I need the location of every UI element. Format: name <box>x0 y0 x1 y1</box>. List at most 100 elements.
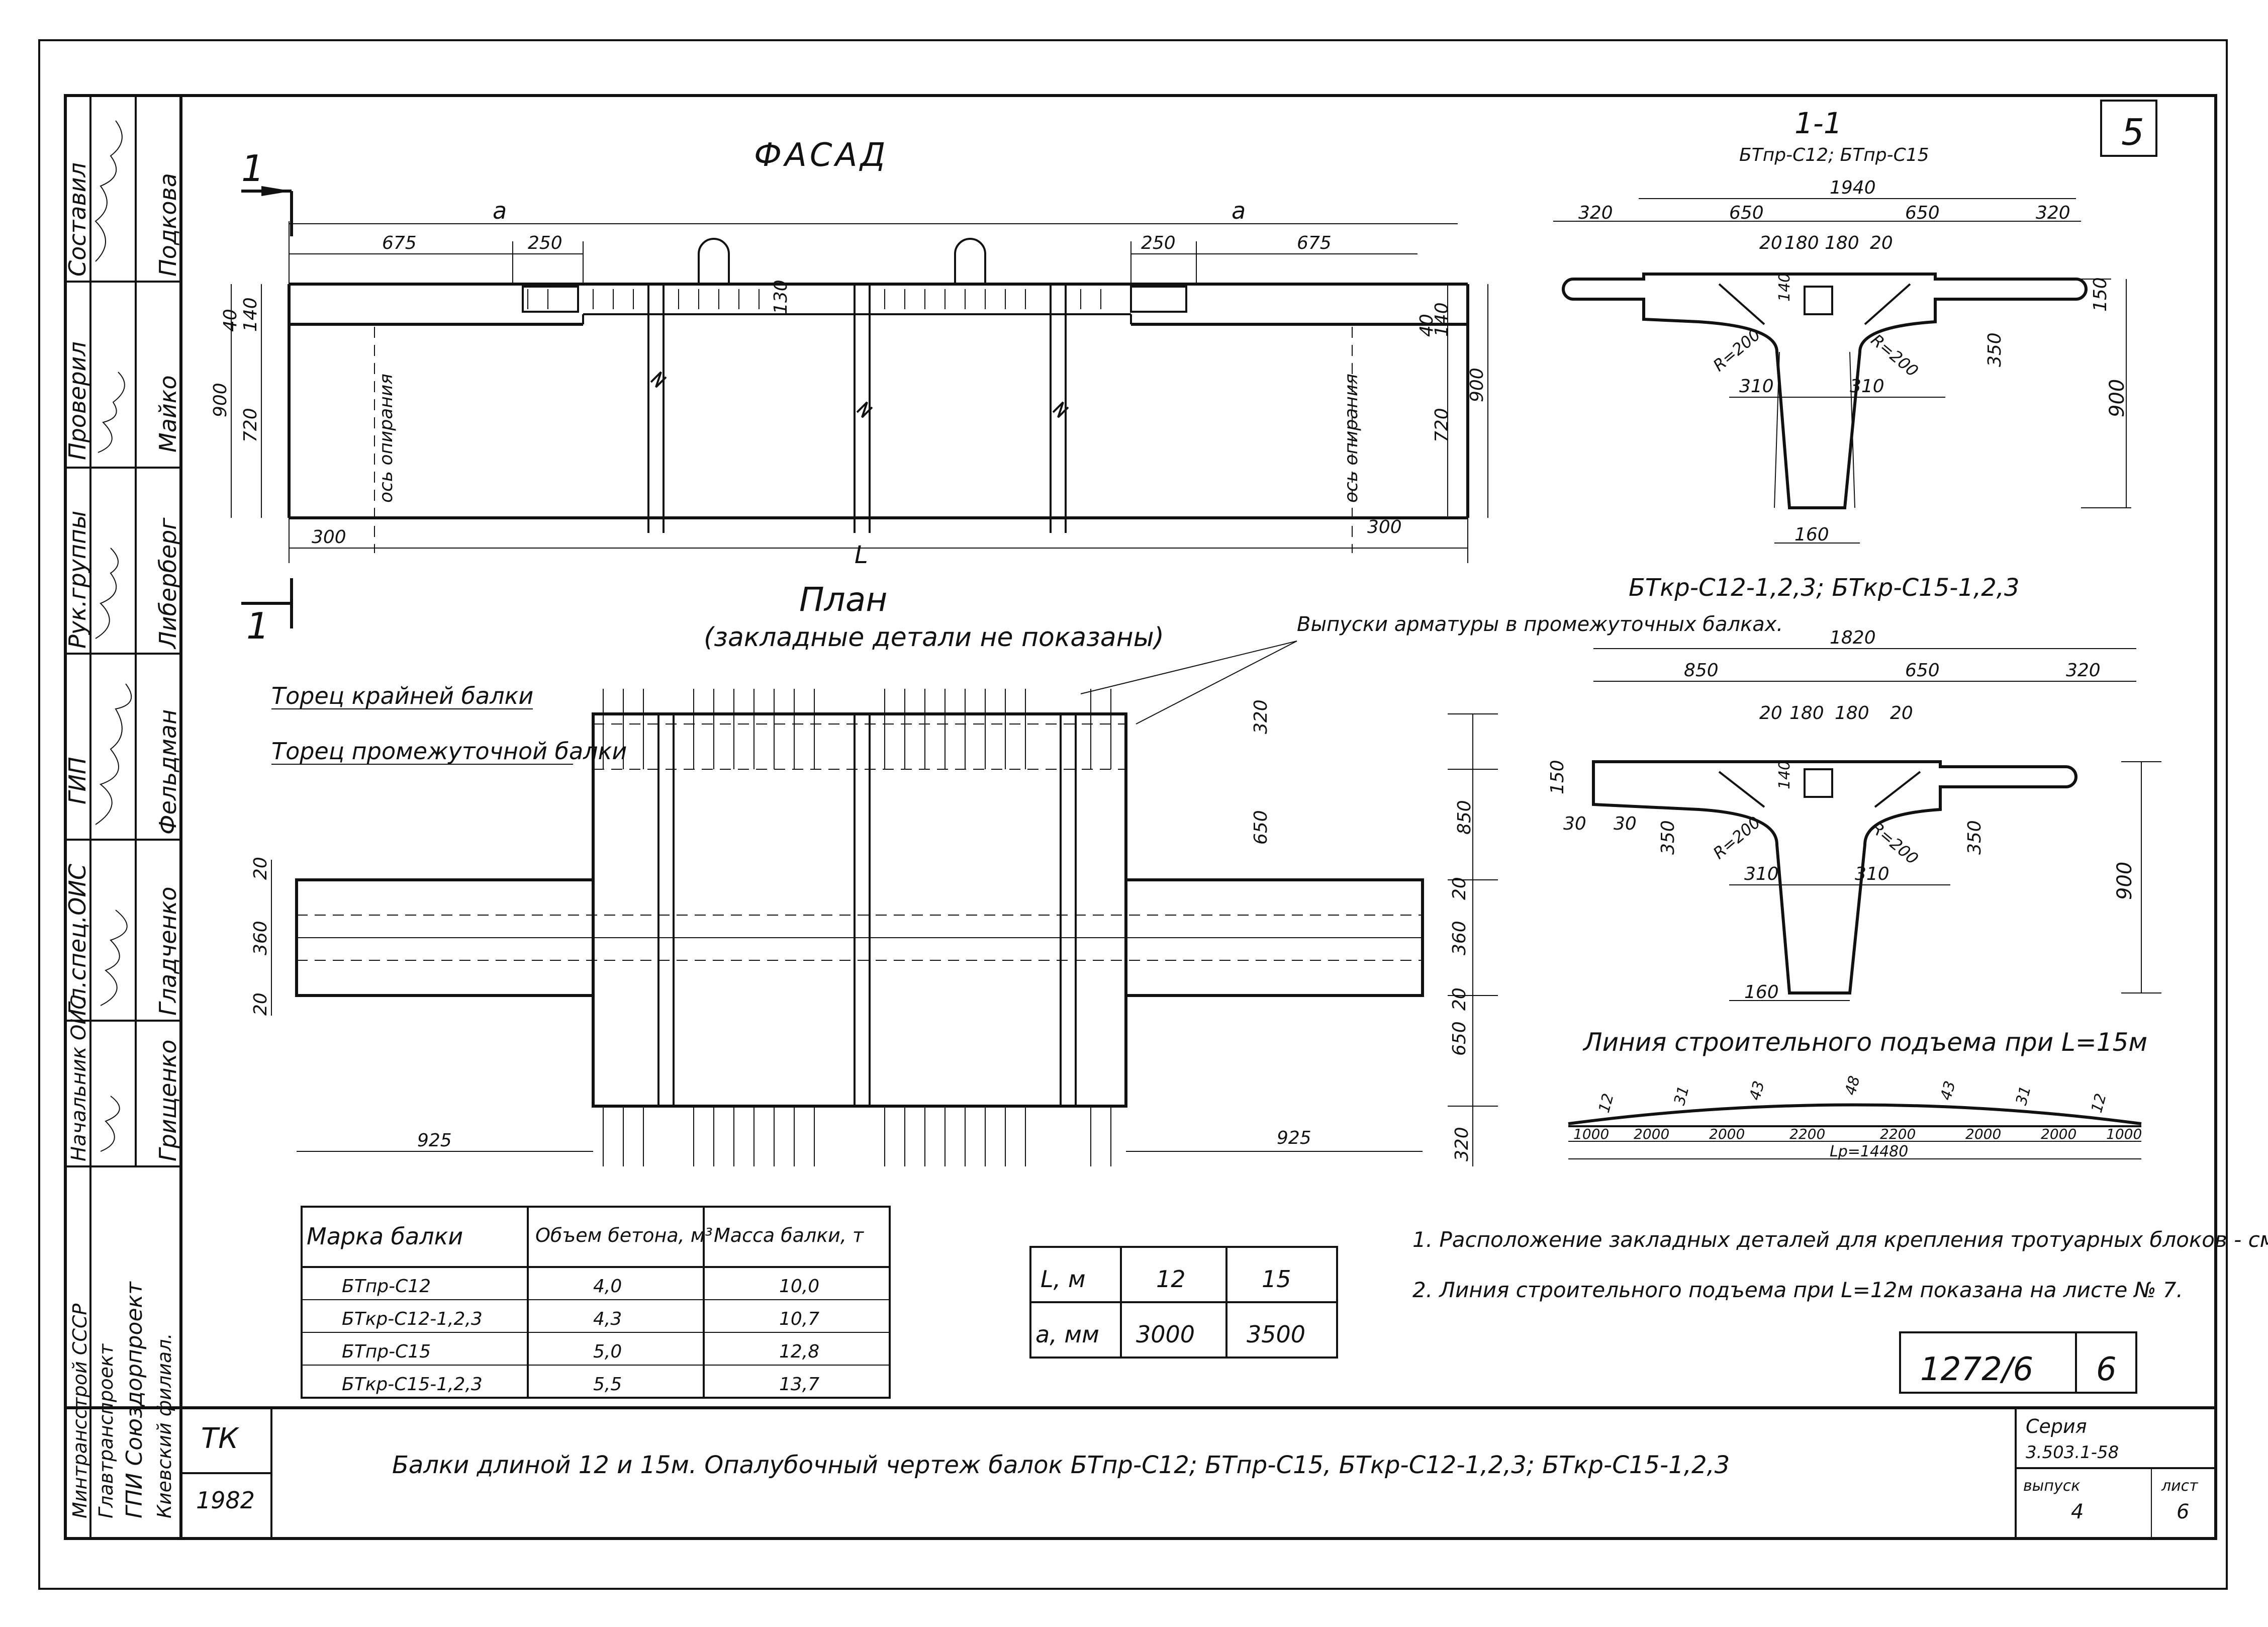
mass-row0-vol: 4,0 <box>593 1276 622 1297</box>
section1-dim-320-right: 320 <box>2036 203 2070 223</box>
signature-0 <box>94 120 123 262</box>
plan-right-360: 360 <box>1449 921 1470 955</box>
section2-dim-900: 900 <box>2113 862 2136 900</box>
camber-ord-2: 43 <box>1746 1079 1768 1102</box>
section2-dim-310-left: 310 <box>1744 864 1779 884</box>
mass-header-2: Масса балки, т <box>714 1224 865 1246</box>
plan-label-rebar: Выпуски арматуры в промежуточных балках. <box>1297 613 1783 636</box>
section2-dim-320: 320 <box>2066 660 2101 681</box>
section2-dim-650: 650 <box>1905 660 1940 681</box>
span-L-15: 15 <box>1262 1266 1291 1293</box>
section1-total: 1940 <box>1830 177 1876 198</box>
facade-left-720: 720 <box>240 408 261 442</box>
camber-span-3: 2200 <box>1789 1126 1825 1142</box>
facade-section-mark-bottom: 1 <box>246 605 269 647</box>
section1-inner-180-right: 180 <box>1825 233 1859 253</box>
side-name-2: Либерберг <box>154 517 181 650</box>
section2-dim-140: 140 <box>1776 761 1793 789</box>
side-org-2: ГПИ Союздорпроект <box>122 1281 147 1518</box>
section1-dim-650-left: 650 <box>1729 203 1764 223</box>
section2-inner-20-right: 20 <box>1890 703 1913 724</box>
section1-subtitle: БТпр-С12; БТпр-С15 <box>1739 145 1929 165</box>
facade-left-140: 140 <box>240 297 261 332</box>
section2-dim-160: 160 <box>1744 982 1779 1003</box>
side-name-1: Майко <box>154 375 181 453</box>
facade-dim-250-left: 250 <box>528 233 562 253</box>
facade-dim-675-right: 675 <box>1297 233 1332 253</box>
inner-frame <box>64 94 2217 1540</box>
facade-dim-L: L <box>855 541 868 569</box>
side-role-4: Гл.спец.ОИС <box>64 864 91 1016</box>
mass-row3-mark: БТкр-С15-1,2,3 <box>342 1374 483 1395</box>
section1-inner-180-left: 180 <box>1784 233 1819 253</box>
signature-2 <box>95 548 119 639</box>
section1-dim-350: 350 <box>1984 332 2005 367</box>
section1-radius-left: R=200 <box>1710 325 1764 375</box>
note-2: 2. Линия строительного подъема при L=12м… <box>1412 1278 2183 1302</box>
mass-header-1: Объем бетона, м³ <box>535 1224 713 1246</box>
section2-dim-150: 150 <box>1547 760 1568 794</box>
facade-left-900: 900 <box>210 383 231 417</box>
series-label: Серия <box>2026 1415 2087 1437</box>
mass-row1-mark: БТкр-С12-1,2,3 <box>342 1309 483 1329</box>
section1-dim-310-left: 310 <box>1739 376 1774 397</box>
section1-dim-650-right: 650 <box>1905 203 1940 223</box>
section2-dim-30-left: 30 <box>1563 814 1586 834</box>
facade-right-140: 140 <box>1432 302 1452 337</box>
outer-frame <box>38 39 2228 1590</box>
plan-title: План <box>799 580 887 619</box>
camber-span-5: 2000 <box>1965 1126 2001 1142</box>
series-value: 3.503.1-58 <box>2026 1442 2119 1463</box>
stamp-year: 1982 <box>196 1487 255 1514</box>
section2-dim-350-left: 350 <box>1658 820 1678 855</box>
drawing-code: 1272/6 <box>1920 1351 2033 1388</box>
facade-dim-130: 130 <box>771 280 791 314</box>
facade-view: ФАСАД 1 1 <box>210 137 1488 647</box>
span-a-3500: 3500 <box>1247 1321 1305 1348</box>
side-role-3: ГИП <box>64 757 91 804</box>
section1-dim-150: 150 <box>2090 277 2111 312</box>
camber-ord-4: 43 <box>1937 1079 1959 1102</box>
facade-left-40: 40 <box>220 309 241 332</box>
signature-1 <box>98 372 125 453</box>
facade-dim-300-right: 300 <box>1367 517 1402 537</box>
section1-dim-320-left: 320 <box>1578 203 1613 223</box>
mass-row1-mass: 10,7 <box>779 1309 819 1329</box>
section-1-1: 1-1 БТпр-С12; БТпр-С15 1940 320 650 650 … <box>1553 106 2131 545</box>
mass-row0-mass: 10,0 <box>779 1276 819 1297</box>
signature-4 <box>100 910 128 1006</box>
plan-left-20-bottom: 20 <box>250 992 271 1016</box>
sheet-value: 6 <box>2177 1500 2189 1523</box>
side-name-0: Подкова <box>154 173 181 277</box>
mass-row3-vol: 5,5 <box>593 1374 622 1395</box>
facade-right-40: 40 <box>1416 314 1437 337</box>
span-L-label: L, м <box>1041 1266 1086 1293</box>
span-table: L, м 12 15 a, мм 3000 3500 <box>1029 1246 1338 1359</box>
camber-ord-3: 48 <box>1842 1074 1864 1097</box>
plan-dim-925-right: 925 <box>1277 1128 1311 1148</box>
plan-view: План (закладные детали не показаны) Торе… <box>250 580 1783 1166</box>
side-role-0: Составил <box>64 162 91 277</box>
plan-label-end-outer: Торец крайней балки <box>271 682 533 709</box>
plan-left-20-top: 20 <box>250 857 271 880</box>
span-L-12: 12 <box>1156 1266 1186 1293</box>
signature-3 <box>95 683 132 825</box>
camber-span-7: 1000 <box>2106 1126 2142 1142</box>
drawing-code-sheet: 6 <box>2096 1351 2117 1388</box>
mass-row3-mass: 13,7 <box>779 1374 819 1395</box>
sheet-label-small: лист <box>2161 1477 2199 1495</box>
section1-title: 1-1 <box>1794 106 1842 140</box>
sheet-number-box <box>2100 100 2157 157</box>
camber-span-4: 2200 <box>1880 1126 1916 1142</box>
sheet-title: Балки длиной 12 и 15м. Опалубочный черте… <box>392 1451 1730 1479</box>
facade-section-mark: 1 <box>241 147 264 190</box>
camber-span-2: 2000 <box>1709 1126 1745 1142</box>
facade-title: ФАСАД <box>754 137 888 174</box>
stamp-code: ТК <box>201 1422 239 1455</box>
plan-right-650-top: 650 <box>1251 810 1271 845</box>
section-2: БТкр-С12-1,2,3; БТкр-С15-1,2,3 1820 850 … <box>1547 574 2161 1003</box>
plan-right-20-top: 20 <box>1449 877 1470 900</box>
plan-left-360: 360 <box>250 921 271 955</box>
mass-row2-mark: БТпр-С15 <box>342 1341 431 1362</box>
section2-inner-20-left: 20 <box>1759 703 1782 724</box>
